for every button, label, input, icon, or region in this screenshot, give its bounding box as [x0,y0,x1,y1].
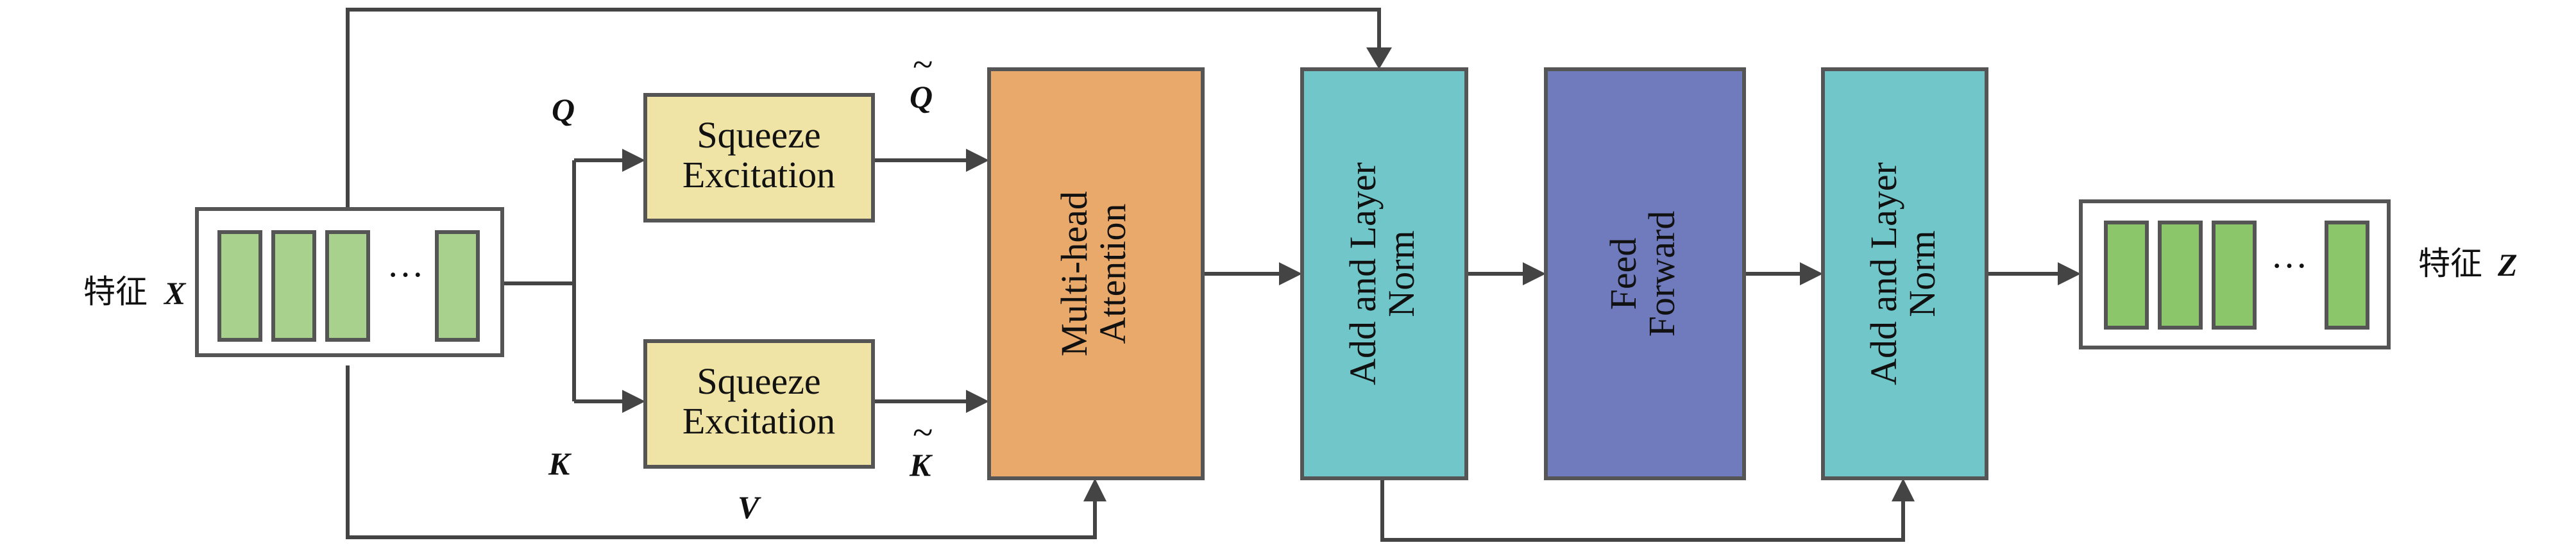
qtilde-arrowhead [966,149,989,172]
k-tilde-label: K [909,447,933,483]
input-feature-block [217,230,262,342]
se-bottom-box [643,339,875,469]
v-label: V [738,489,761,525]
se-top-line2: Excitation [682,154,835,196]
k-tilde-accent: ~ [913,412,933,453]
add-layer-norm-2: Add and Layer Norm [1821,67,1988,480]
residual-top-line [346,8,1381,209]
multi-head-attention: Multi-head Attention [987,67,1205,480]
residual-bottom-line [1380,478,1905,542]
feed-forward-line2: Forward [1641,211,1682,337]
addnorm1-to-ff-arrowhead [1523,262,1546,285]
q-tilde-label: Q [910,79,933,115]
output-ellipsis: ··· [2271,245,2308,287]
add-layer-norm-1: Add and Layer Norm [1300,67,1468,480]
feed-forward-box [1544,67,1746,480]
input-feature-block [325,230,370,342]
residual-top-arrowhead [1366,47,1392,69]
output-feature-block [2104,221,2149,330]
output-feature-block [2325,221,2369,330]
output-feature-block [2158,221,2203,330]
input-label-prefix: 特征 [83,273,148,310]
q-label: Q [552,92,575,128]
input-ellipsis: ··· [387,254,424,296]
attention-box [987,67,1205,480]
add-norm-2-box [1821,67,1988,480]
attention-line2: Attention [1092,203,1133,344]
attention-line1: Multi-head [1053,191,1095,356]
add-norm-1-line1: Add and Layer [1342,162,1384,385]
squeeze-excitation-top: Squeeze Excitation [643,93,875,222]
add-norm-1-line2: Norm [1380,230,1422,317]
add-norm-2-line2: Norm [1901,230,1943,317]
squeeze-excitation-bottom: Squeeze Excitation [643,339,875,469]
residual-bottom-arrowhead [1892,478,1915,501]
se-bottom-line1: Squeeze [697,360,820,402]
k-label: K [548,446,572,482]
se-top-box [643,93,875,222]
add-norm-2-line1: Add and Layer [1863,162,1904,385]
connections [346,8,2081,542]
se-bottom-arrowhead [622,390,645,413]
input-feature-block [271,230,316,342]
add-norm-1-box [1300,67,1468,480]
se-bottom-line2: Excitation [682,400,835,442]
output-label-var: Z [2497,247,2518,283]
attn-to-addnorm1-arrowhead [1279,262,1302,285]
input-label-var: X [163,275,187,311]
feed-forward: Feed Forward [1544,67,1746,480]
addnorm2-to-output-arrowhead [2058,262,2081,285]
ktilde-arrowhead [966,390,989,413]
ff-to-addnorm2-arrowhead [1800,262,1823,285]
feed-forward-line1: Feed [1602,238,1644,310]
se-top-line1: Squeeze [697,114,820,156]
input-feature-block [435,230,480,342]
value-arrowhead [1083,478,1106,501]
output-feature-block [2212,221,2257,330]
output-label-prefix: 特征 [2418,245,2482,282]
q-tilde-accent: ~ [913,44,933,85]
value-path-line [346,365,1097,539]
se-top-arrowhead [622,149,645,172]
output-feature: ··· 特征 Z [2079,199,2518,349]
input-feature: 特征 X ··· [83,207,504,357]
